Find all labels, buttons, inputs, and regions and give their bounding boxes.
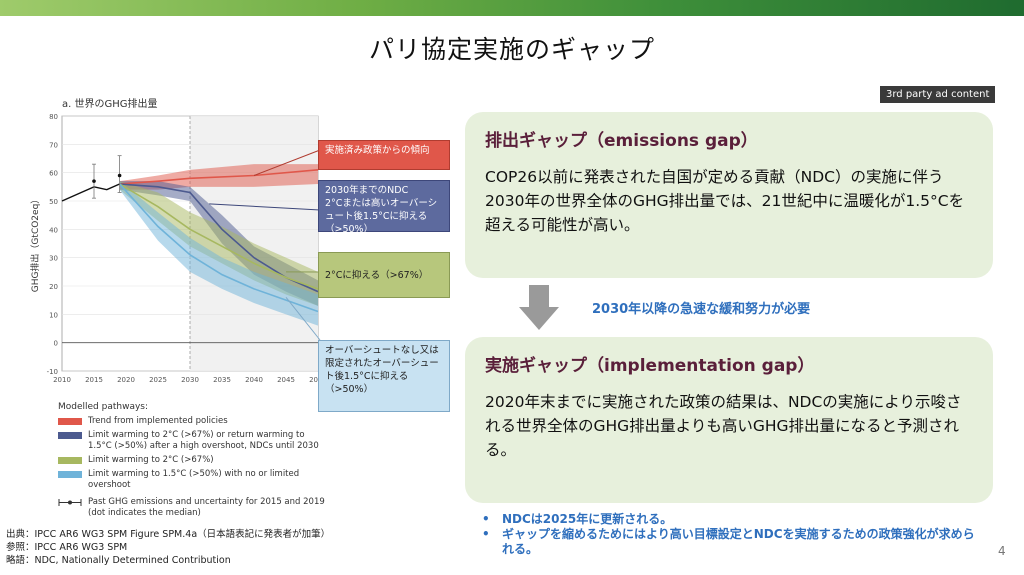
chart-legend: Modelled pathways: Trend from implemente…: [58, 402, 328, 522]
y-tick-label: 20: [49, 283, 58, 291]
y-tick-label: -10: [47, 368, 58, 376]
legend-item: Trend from implemented policies: [58, 416, 328, 427]
y-tick-label: 30: [49, 255, 58, 263]
callout-one-five: オーバーシュートなし又は限定されたオーバーシュート後1.5°Cに抑える（>50%…: [318, 340, 450, 412]
x-tick-label: 2030: [181, 376, 199, 384]
x-tick-label: 2035: [213, 376, 231, 384]
y-tick-label: 80: [49, 113, 58, 121]
bullet-list: •NDCは2025年に更新される。 •ギャップを縮めるためにはより高い目標設定と…: [482, 512, 982, 557]
emissions-gap-box: 排出ギャップ（emissions gap） COP26以前に発表された自国が定め…: [465, 112, 993, 278]
emissions-gap-heading: 排出ギャップ（emissions gap）: [485, 131, 758, 151]
callout-ndc: 2030年までのNDC 2°Cまたは高いオーバーシュート後1.5°Cに抑える（>…: [318, 180, 450, 235]
callout-pointer-3: [285, 297, 321, 341]
series-line-3: [119, 183, 319, 313]
bullet-item: •ギャップを縮めるためにはより高い目標設定とNDCを実施するための政策強化が求め…: [482, 527, 975, 556]
x-tick-label: 2045: [277, 376, 295, 384]
legend-item-past: Past GHG emissions and uncertainty for 2…: [58, 497, 328, 519]
implementation-gap-box: 実施ギャップ（implementation gap） 2020年末までに実施され…: [465, 337, 993, 503]
y-tick-label: 50: [49, 198, 58, 206]
x-tick-label: 2025: [149, 376, 167, 384]
x-tick-label: 2020: [117, 376, 135, 384]
top-banner: [0, 0, 1024, 16]
ad-label[interactable]: 3rd party ad content: [880, 86, 996, 103]
bullet-item: •NDCは2025年に更新される。: [482, 512, 673, 526]
implementation-gap-body: 2020年末までに実施された政策の結果は、NDCの実施により示唆される世界全体の…: [485, 393, 962, 459]
page-number: 4: [998, 544, 1006, 558]
series-band-3: [119, 181, 318, 326]
y-axis-label: GHG排出（GtCO2eq）: [30, 195, 41, 293]
y-tick-label: 0: [54, 340, 58, 348]
callout-policies: 実施済み政策からの傾向: [318, 140, 450, 170]
legend-item: Limit warming to 1.5°C (>50%) with no or…: [58, 469, 328, 491]
y-tick-label: 10: [49, 311, 58, 319]
series-line-2: [119, 183, 319, 290]
source-note: 出典：IPCC AR6 WG3 SPM Figure SPM.4a（日本語表記に…: [6, 529, 331, 566]
x-tick-label: 2010: [53, 376, 71, 384]
series-line-0: [119, 169, 319, 185]
legend-title: Modelled pathways:: [58, 402, 149, 412]
errorbar-icon: [58, 499, 82, 506]
y-tick-label: 40: [49, 226, 58, 234]
callout-two-degree: 2°Cに抑える（>67%）: [318, 252, 450, 298]
arrow-label: 2030年以降の急速な緩和努力が必要: [592, 302, 811, 317]
past-point-1: [117, 173, 122, 178]
x-tick-label: 2015: [85, 376, 103, 384]
past-point-0: [92, 179, 96, 183]
emissions-gap-body: COP26以前に発表された自国が定める貢献（NDC）の実施に伴う2030年の世界…: [485, 168, 965, 234]
x-tick-label: 2040: [245, 376, 263, 384]
slide-title: パリ協定実施のギャップ: [368, 35, 655, 64]
down-arrow-icon: [519, 285, 559, 330]
legend-item: Limit warming to 2°C (>67%) or return wa…: [58, 430, 328, 452]
y-tick-label: 60: [49, 170, 58, 178]
implementation-gap-heading: 実施ギャップ（implementation gap）: [485, 356, 815, 376]
y-tick-label: 70: [49, 141, 58, 149]
callout-pointer-1: [209, 203, 321, 211]
series-band-2: [119, 181, 318, 306]
callout-pointer-0: [253, 149, 321, 176]
chart-subtitle: a. 世界のGHG排出量: [62, 99, 158, 110]
legend-item: Limit warming to 2°C (>67%): [58, 455, 328, 466]
